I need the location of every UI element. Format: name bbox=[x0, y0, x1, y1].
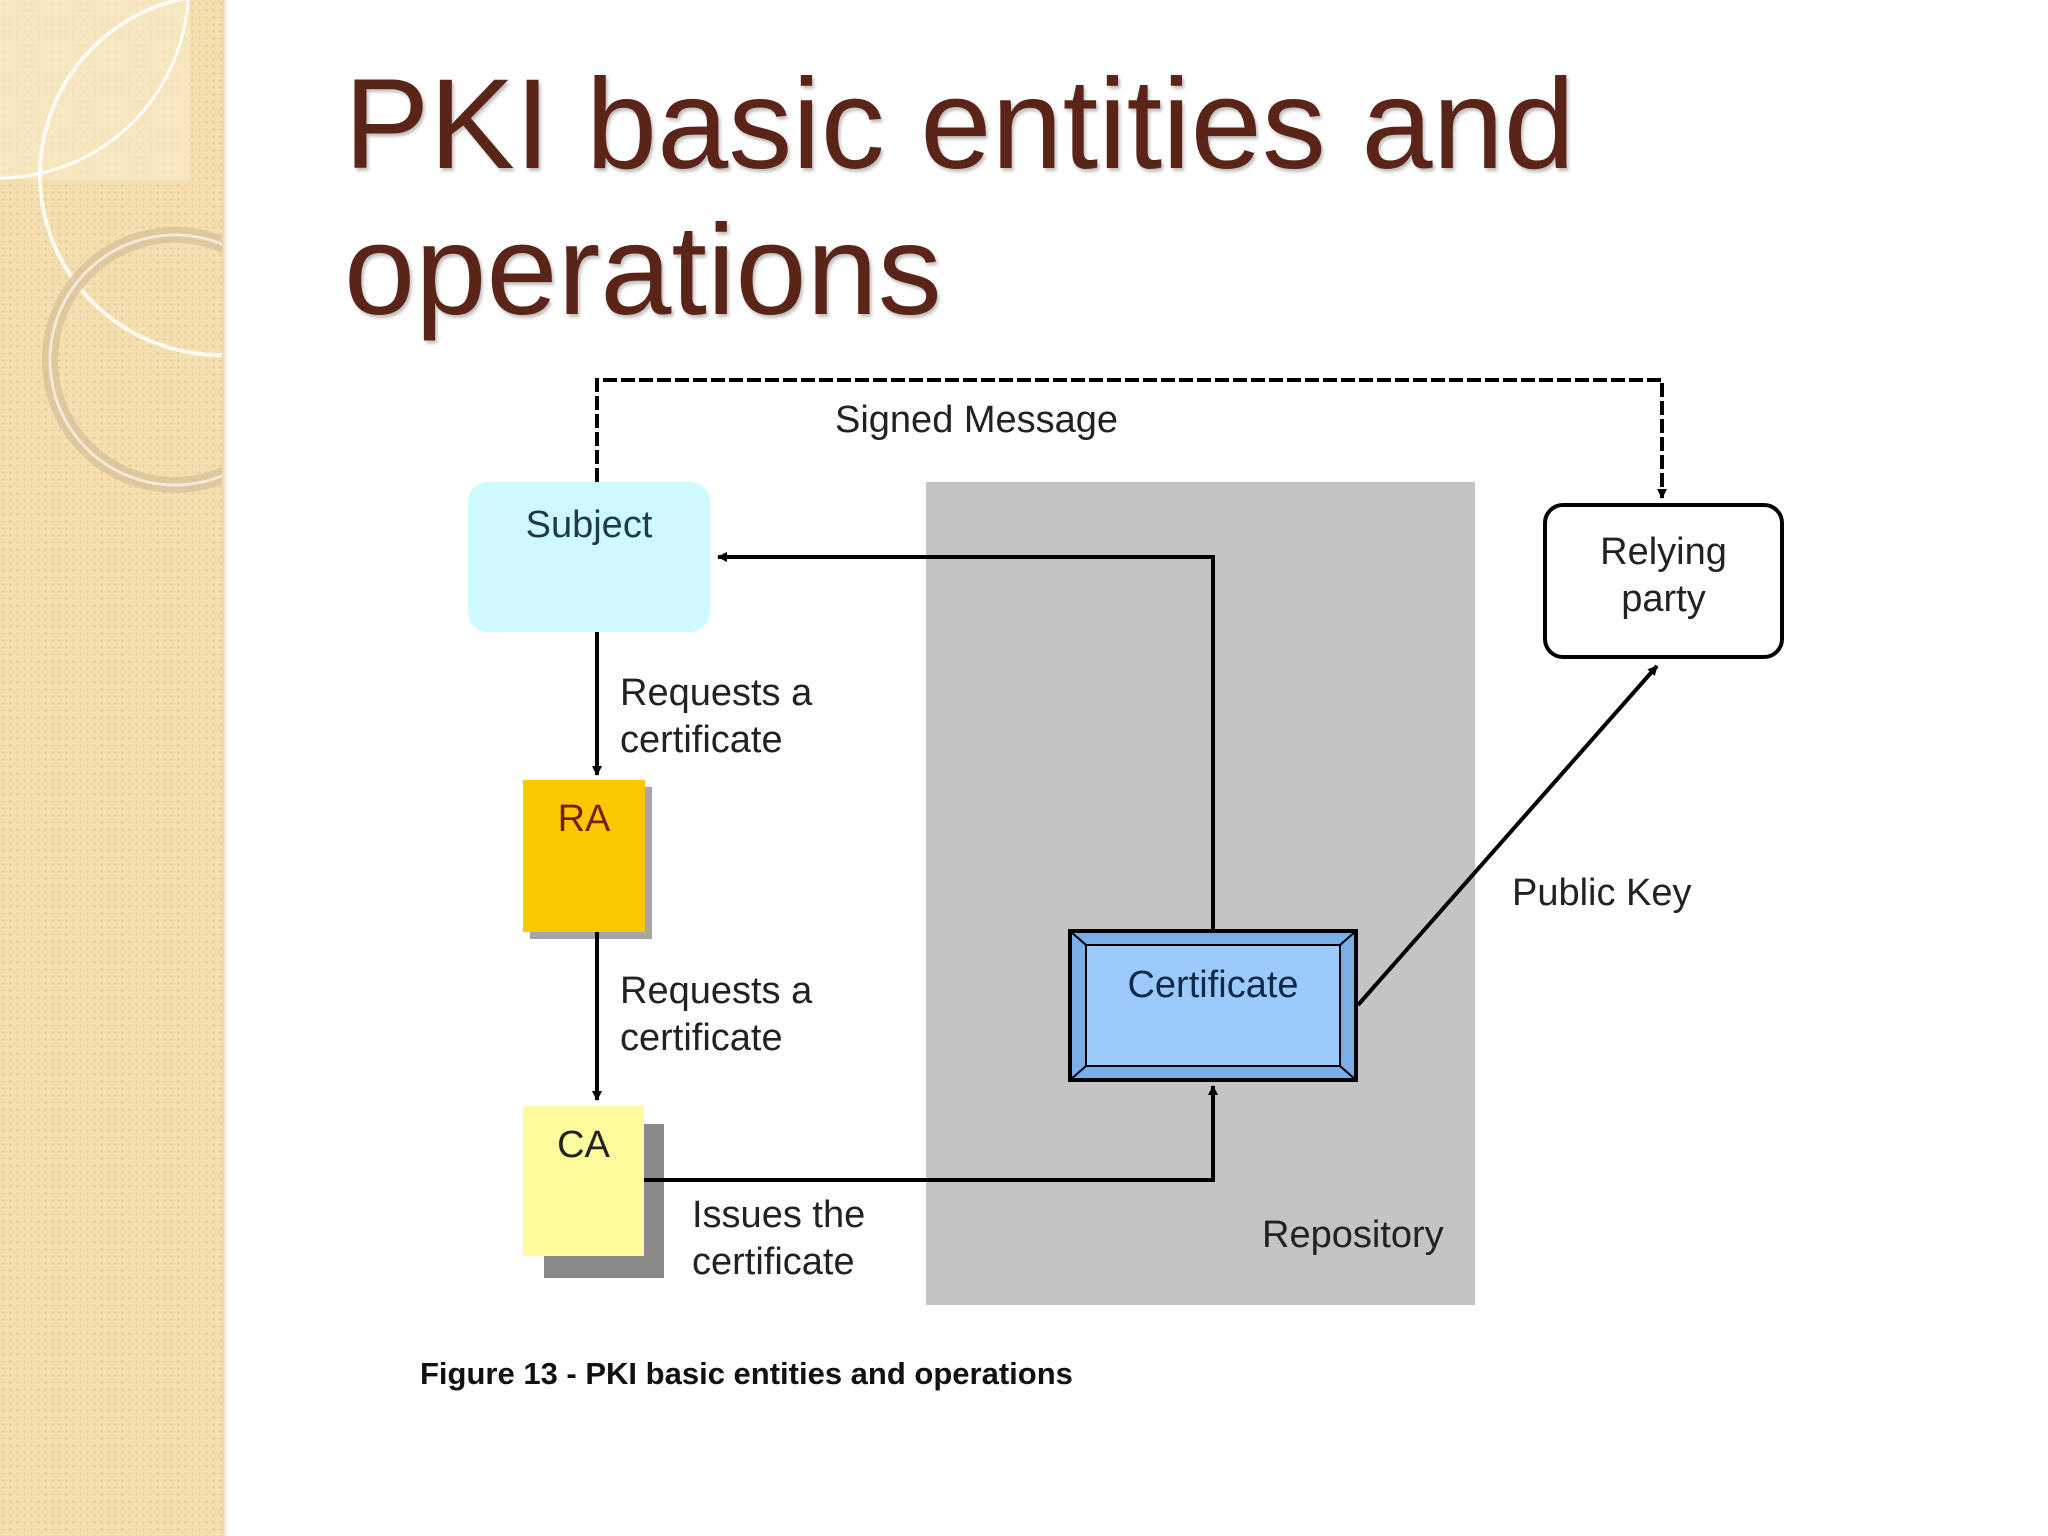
decorative-rings bbox=[0, 0, 228, 493]
slide-title: PKI basic entities and operations bbox=[344, 53, 1575, 342]
signed-message-label: Signed Message bbox=[835, 399, 1119, 441]
signed-message-arrow bbox=[595, 378, 1667, 499]
subject-label: Subject bbox=[525, 504, 653, 546]
public-key-arrow bbox=[1356, 664, 1659, 1007]
repository-zone bbox=[926, 482, 1475, 1305]
relying-party-node bbox=[1543, 503, 1784, 659]
ca-node bbox=[523, 1106, 644, 1256]
decorative-side-band bbox=[0, 0, 228, 1536]
ra-node bbox=[523, 780, 645, 932]
ra-label: RA bbox=[557, 798, 611, 840]
certificate-node-inner bbox=[1085, 944, 1341, 1067]
subject-node bbox=[468, 482, 710, 632]
ca-label: CA bbox=[557, 1124, 610, 1166]
ca-to-certificate-arrow bbox=[644, 1085, 1218, 1182]
certificate-label: Certificate bbox=[1127, 964, 1299, 1006]
relying-party-label: Relying party bbox=[1600, 531, 1727, 620]
requests-certificate-label-1: Requests a certificate bbox=[620, 672, 813, 761]
figure-caption: Figure 13 - PKI basic entities and opera… bbox=[420, 1356, 1073, 1391]
repository-label: Repository bbox=[1262, 1214, 1444, 1256]
public-key-label: Public Key bbox=[1512, 872, 1692, 914]
requests-certificate-label-2: Requests a certificate bbox=[620, 970, 813, 1059]
certificate-to-subject-arrow bbox=[717, 552, 1215, 931]
issues-certificate-label: Issues the certificate bbox=[692, 1194, 866, 1283]
